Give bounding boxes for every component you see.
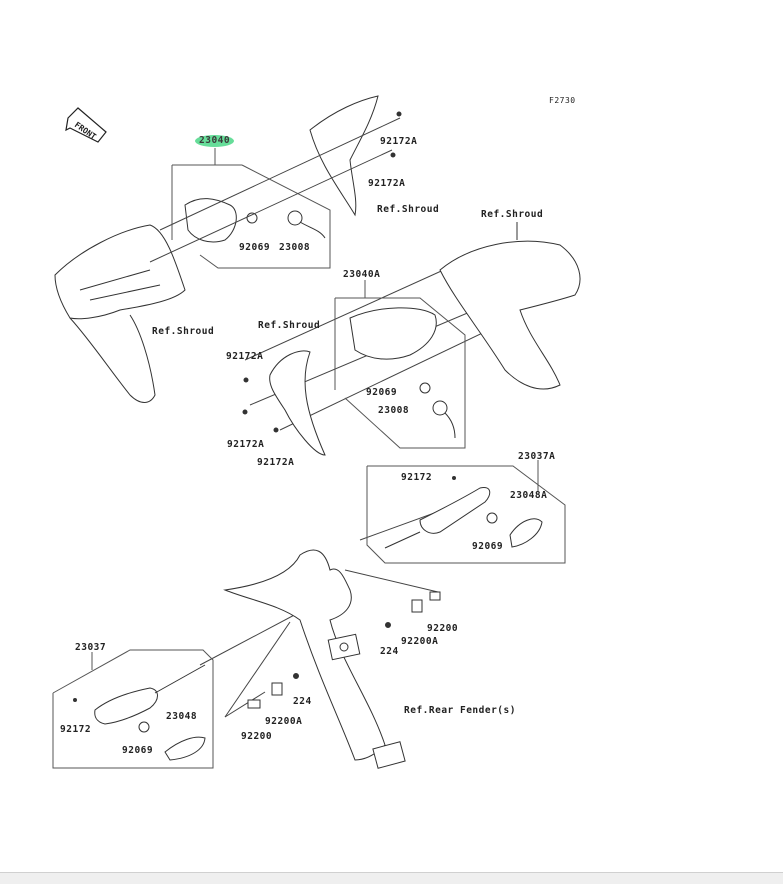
ref-rear-fender-label: Ref.Rear Fender(s) [404, 705, 516, 716]
part-label-92172[interactable]: 92172 [401, 472, 433, 483]
part-label-224[interactable]: 224 [380, 646, 399, 657]
part-label-92172A[interactable]: 92172A [380, 136, 418, 147]
turn-signal-right [384, 486, 543, 549]
part-label-92069[interactable]: 92069 [239, 242, 271, 253]
assembly-box-23037A [366, 460, 566, 564]
part-label-23037A[interactable]: 23037A [518, 451, 556, 462]
part-label-92200[interactable]: 92200 [427, 623, 459, 634]
rear-fender [223, 549, 406, 769]
part-label-92172A[interactable]: 92172A [368, 178, 406, 189]
part-label-23008[interactable]: 23008 [378, 405, 410, 416]
part-label-23040A[interactable]: 23040A [343, 269, 381, 280]
shroud-piece-middle [269, 350, 326, 456]
part-label-224[interactable]: 224 [293, 696, 312, 707]
part-label-23048[interactable]: 23048 [166, 711, 198, 722]
lamp-23040 [184, 198, 326, 243]
assembly-box-23040A [334, 280, 466, 449]
ref-shroud-label: Ref.Shroud [258, 320, 321, 331]
part-label-92069[interactable]: 92069 [366, 387, 398, 398]
part-label-92200A[interactable]: 92200A [401, 636, 439, 647]
part-label-23040[interactable]: 23040 [195, 135, 235, 147]
turn-signal-left [94, 664, 206, 761]
ref-shroud-label: Ref.Shroud [481, 209, 544, 220]
part-label-92172[interactable]: 92172 [60, 724, 92, 735]
shroud-piece-upper [309, 95, 379, 217]
figure-id: F2730 [549, 96, 576, 105]
part-label-92200A[interactable]: 92200A [265, 716, 303, 727]
front-shroud-right [439, 222, 581, 390]
part-label-92069[interactable]: 92069 [122, 745, 154, 756]
ref-shroud-label: Ref.Shroud [377, 204, 440, 215]
brackets [247, 591, 441, 709]
assembly-box-23040 [171, 148, 331, 269]
part-label-92172A[interactable]: 92172A [257, 457, 295, 468]
part-label-23037[interactable]: 23037 [75, 642, 107, 653]
screws [73, 111, 456, 702]
lamp-23040A [349, 307, 456, 439]
part-label-92069[interactable]: 92069 [472, 541, 504, 552]
part-label-92172A[interactable]: 92172A [227, 439, 265, 450]
front-arrow-icon: FRONT [65, 107, 107, 143]
part-label-92200[interactable]: 92200 [241, 731, 273, 742]
part-label-92172A[interactable]: 92172A [226, 351, 264, 362]
part-label-23048A[interactable]: 23048A [510, 490, 548, 501]
ref-shroud-label: Ref.Shroud [152, 326, 215, 337]
front-shroud-left [54, 224, 186, 403]
assembly-box-23037 [52, 649, 214, 769]
part-label-23008[interactable]: 23008 [279, 242, 311, 253]
bottom-bar [0, 872, 783, 884]
